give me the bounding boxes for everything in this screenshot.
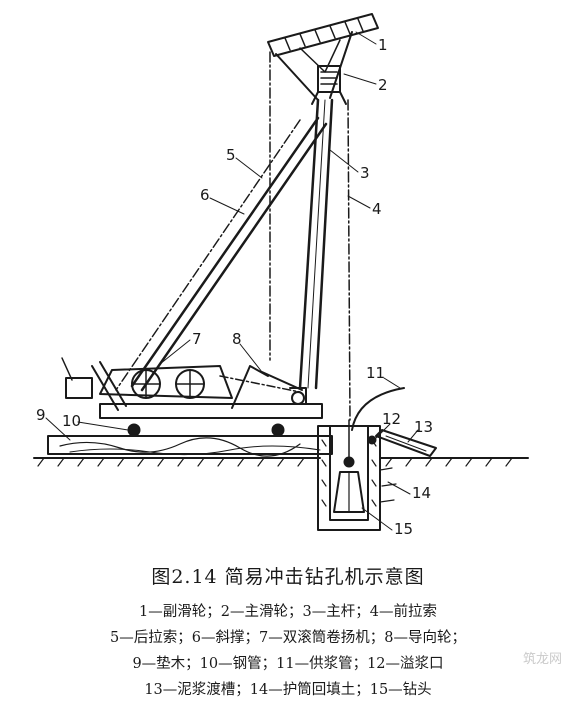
- figure-caption: 图2.14 简易冲击钻孔机示意图: [151, 566, 425, 588]
- label-7: 7: [192, 330, 202, 348]
- label-14: 14: [412, 484, 431, 502]
- label-15: 15: [394, 520, 413, 538]
- front-guy-rope: [347, 99, 351, 421]
- legend-line-1: 1—副滑轮；2—主滑轮；3—主杆；4—前拉索: [139, 604, 437, 620]
- drilling-rig-diagram: 1 2 3 4 5 6 7 8 9 10 11 12 13 14 15: [33, 13, 529, 538]
- label-6: 6: [200, 186, 210, 204]
- legend-line-3: 9—垫木；10—钢管；11—供浆管；12—溢浆口: [132, 656, 444, 672]
- label-5: 5: [226, 146, 236, 164]
- leader-lines: [45, 31, 419, 531]
- label-10: 10: [62, 412, 81, 430]
- legend-line-2: 5—后拉索；6—斜撑；7—双滚筒卷扬机；8—导向轮；: [110, 630, 466, 646]
- label-3: 3: [360, 164, 370, 182]
- main-mast: [298, 98, 334, 390]
- double-drum-winch: [61, 357, 233, 411]
- label-8: 8: [232, 330, 242, 348]
- steel-pipe-rollers: [127, 423, 285, 437]
- watermark: 筑龙网: [522, 652, 562, 667]
- casing-backfill: [379, 467, 397, 503]
- label-13: 13: [414, 418, 433, 436]
- label-1: 1: [378, 36, 388, 54]
- protective-casing: [317, 425, 381, 531]
- label-9: 9: [36, 406, 46, 424]
- label-2: 2: [378, 76, 388, 94]
- label-11: 11: [366, 364, 385, 382]
- diagonal-brace: [130, 116, 328, 392]
- base-frame: [99, 387, 323, 419]
- slurry-supply-pipe: [351, 387, 405, 431]
- legend-line-4: 13—泥浆渡槽；14—护筒回填土；15—钻头: [144, 682, 432, 698]
- label-4: 4: [372, 200, 382, 218]
- slurry-trough: [367, 429, 437, 457]
- back-guy-rope-diagonal: [115, 119, 301, 391]
- label-12: 12: [382, 410, 401, 428]
- timber-sleepers: [47, 435, 333, 457]
- main-pulley: [311, 65, 347, 105]
- ground-line: [33, 457, 529, 467]
- auxiliary-pulley-frame: [267, 13, 379, 101]
- drill-bit: [333, 419, 365, 513]
